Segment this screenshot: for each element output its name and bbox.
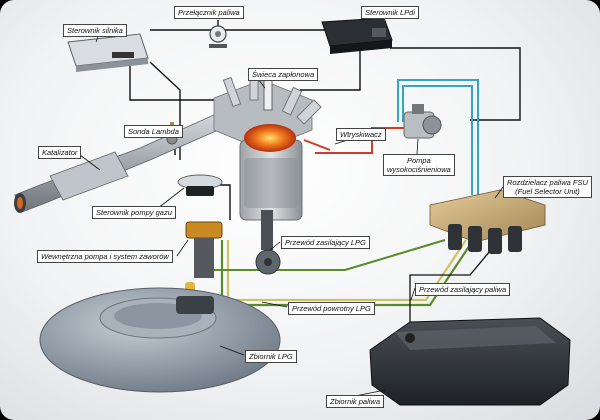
label-spark-plug: Świeca zapłonowa bbox=[248, 68, 319, 81]
fuel-tank-graphic bbox=[369, 317, 571, 406]
fsu-graphic bbox=[429, 189, 546, 254]
label-high-pressure-pump-line1: Pompa bbox=[407, 156, 431, 165]
label-fsu-line1: Rozdzielacz paliwa FSU bbox=[507, 178, 588, 187]
label-lpg-tank: Zbiornik LPG bbox=[245, 350, 297, 363]
label-fuel-supply-line: Przewód zasilający paliwa bbox=[415, 283, 511, 296]
lpdi-controller-graphic bbox=[321, 17, 393, 54]
label-lpg-supply-line: Przewód zasilający LPG bbox=[281, 236, 370, 249]
label-lpdi-controller: Sterownik LPdi bbox=[361, 6, 420, 19]
label-internal-pump: Wewnętrzna pompa i system zaworów bbox=[37, 250, 173, 263]
label-fsu: Rozdzielacz paliwa FSU (Fuel Selector Un… bbox=[503, 176, 592, 198]
label-fsu-line2: (Fuel Selector Unit) bbox=[515, 187, 580, 196]
coolant-lines bbox=[397, 79, 479, 195]
lpg-tank-graphic bbox=[39, 287, 281, 393]
label-engine-ecu: Sterownik silnika bbox=[63, 24, 127, 37]
label-catalyst: Katalizator bbox=[38, 146, 82, 159]
gas-pump-controller-graphic bbox=[177, 174, 223, 196]
label-lambda-probe: Sonda Lambda bbox=[124, 125, 183, 138]
label-lpg-return-line: Przewód powrotny LPG bbox=[288, 302, 375, 315]
label-fuel-switch: Przełącznik paliwa bbox=[174, 6, 244, 19]
label-gas-pump-controller: Sterownik pompy gazu bbox=[92, 206, 176, 219]
label-fuel-tank: Zbiornik paliwa bbox=[326, 395, 385, 408]
label-high-pressure-pump-line2: wysokociśnieniowa bbox=[387, 165, 451, 174]
wiring bbox=[129, 20, 521, 220]
label-high-pressure-pump: Pompa wysokociśnieniowa bbox=[383, 154, 455, 176]
fuel-switch-graphic bbox=[209, 25, 227, 48]
internal-pump-graphic bbox=[185, 221, 223, 298]
label-injector: Wtryskiwacz bbox=[336, 128, 386, 141]
engine-graphic bbox=[213, 69, 322, 275]
engine-ecu-graphic bbox=[67, 33, 149, 72]
exhaust-graphic bbox=[14, 109, 233, 213]
high-pressure-pump-graphic bbox=[403, 104, 442, 139]
